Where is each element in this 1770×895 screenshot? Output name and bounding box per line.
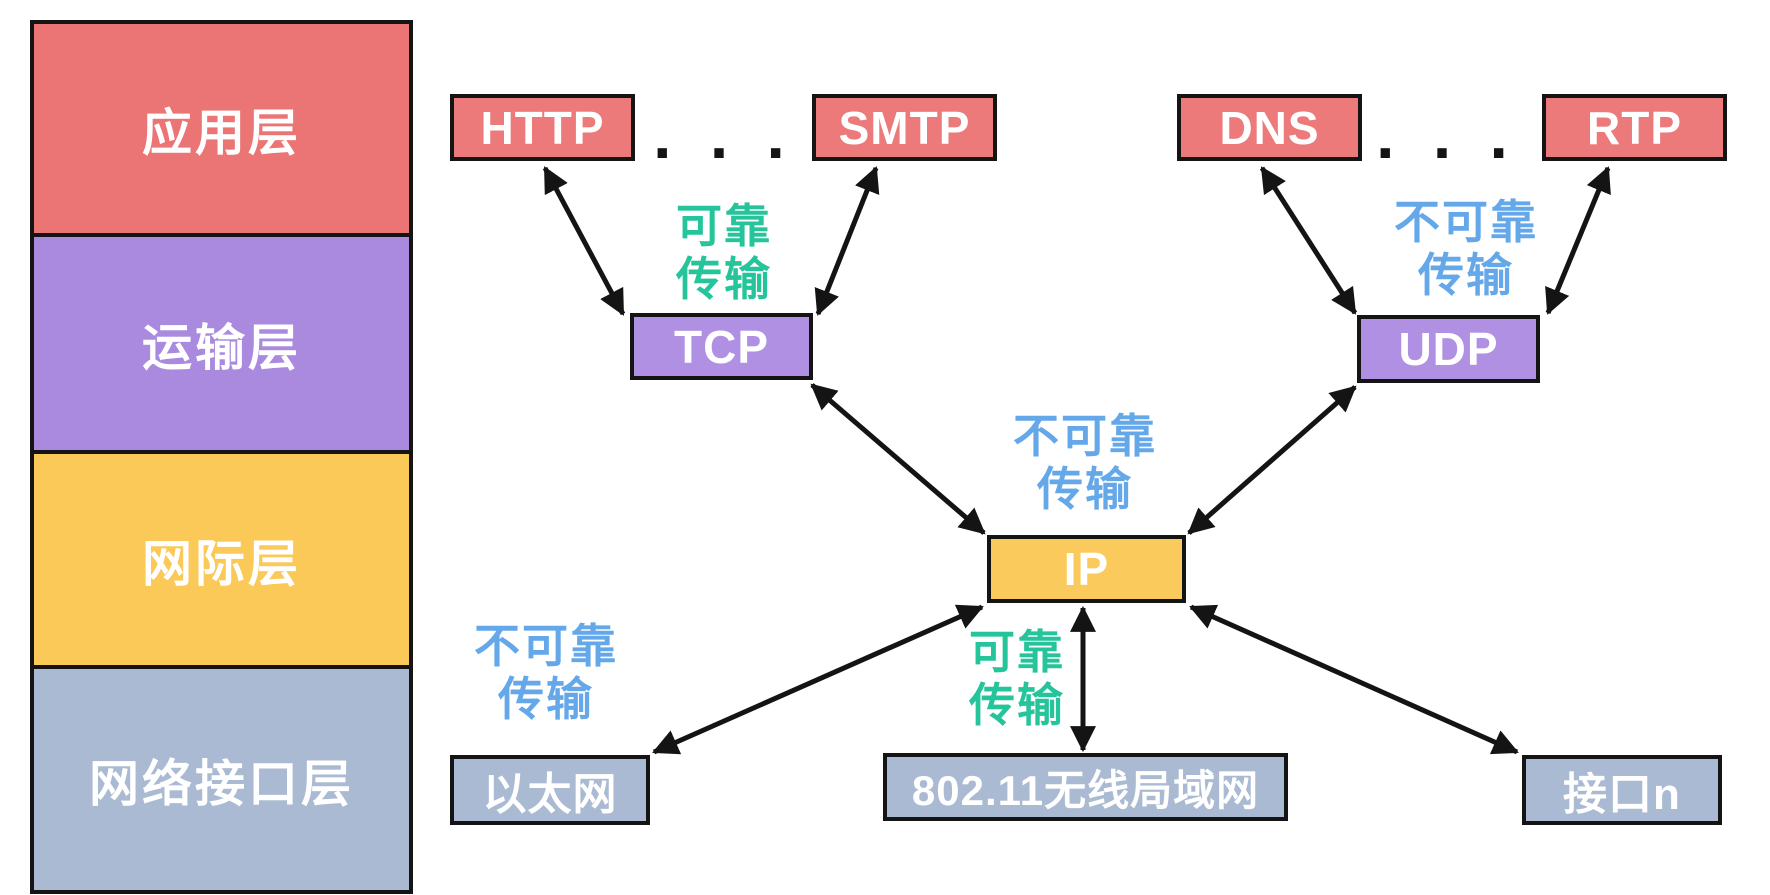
unreliable-transmission-label-ip: 不可靠 传输: [1013, 410, 1157, 515]
stack-layer-internet: 网际层: [30, 450, 413, 669]
smtp-label: SMTP: [838, 101, 971, 154]
tcp-box: TCP: [630, 313, 813, 380]
udp-box: UDP: [1357, 315, 1540, 383]
stack-layer-network-interface-label: 网络接口层: [89, 755, 354, 812]
wlan-box: 802.11无线局域网: [883, 753, 1288, 821]
ip-label: IP: [1063, 543, 1110, 595]
stack-layer-application: 应用层: [30, 20, 413, 237]
wlan-label: 802.11无线局域网: [911, 766, 1260, 814]
reliable-transmission-label-tcp: 可靠 传输: [676, 200, 772, 305]
stack-layer-internet-label: 网际层: [142, 535, 301, 592]
stack-layer-network-interface: 网络接口层: [30, 665, 413, 894]
stack-layer-application-label: 应用层: [142, 104, 301, 161]
unreliable-transmission-label-udp: 不可靠 传输: [1394, 196, 1538, 301]
ethernet-box: 以太网: [450, 755, 650, 825]
arrow-udp-ip: [1187, 385, 1357, 535]
dns-box: DNS: [1177, 94, 1362, 161]
reliable-transmission-label-wlan: 可靠 传输: [969, 626, 1065, 731]
ip-box: IP: [987, 535, 1186, 603]
arrow-dns-udp: [1259, 166, 1358, 315]
ellipsis-left: . . .: [653, 98, 795, 172]
ethernet-label: 以太网: [482, 770, 618, 819]
smtp-box: SMTP: [812, 94, 997, 161]
ellipsis-right: . . .: [1376, 98, 1518, 172]
http-label: HTTP: [480, 101, 605, 154]
unreliable-transmission-label-ethernet: 不可靠 传输: [474, 620, 618, 725]
stack-layer-transport-label: 运输层: [142, 319, 301, 376]
arrow-ip-interface-n: [1189, 604, 1519, 755]
arrow-tcp-ip: [810, 383, 986, 535]
interface-n-box: 接口n: [1522, 755, 1722, 825]
interface-n-label: 接口n: [1563, 770, 1681, 819]
rtp-box: RTP: [1542, 94, 1727, 161]
tcp-label: TCP: [674, 320, 769, 373]
stack-layer-transport: 运输层: [30, 233, 413, 454]
rtp-label: RTP: [1587, 101, 1682, 154]
udp-label: UDP: [1398, 323, 1499, 375]
http-box: HTTP: [450, 94, 635, 161]
dns-label: DNS: [1219, 101, 1320, 154]
